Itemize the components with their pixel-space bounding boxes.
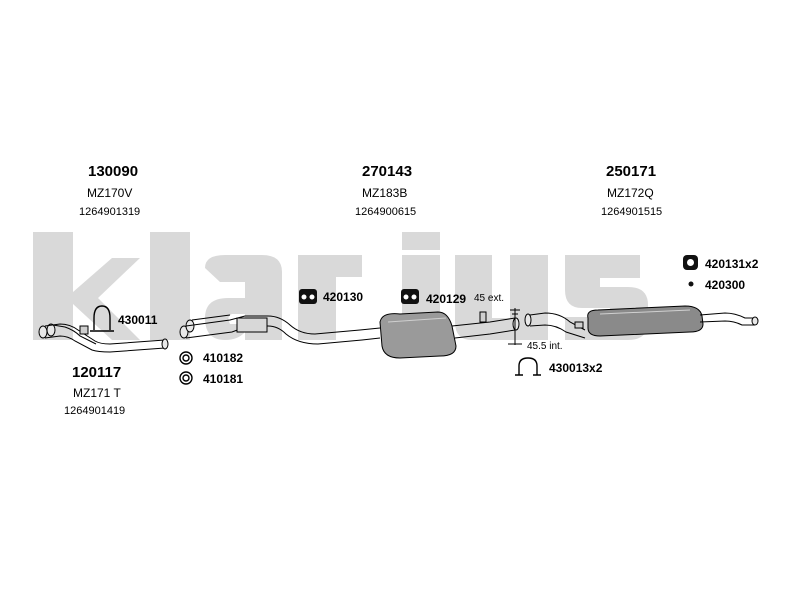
dimension-ext-label: 45 ext. [474,293,505,304]
accessory-label-410181: 410181 [203,372,244,386]
saddle-clamp-icon [515,357,541,376]
oe-number-1264900615: 1264900615 [355,206,417,218]
accessory-label-430013x2: 430013x2 [549,361,603,375]
model-code-mz170v: MZ170V [87,186,133,200]
oe-number-1264901319: 1264901319 [79,206,141,218]
front-pipe-drawing [38,323,169,353]
part-number-270143: 270143 [362,163,413,180]
accessory-label-430011: 430011 [118,313,158,327]
middle-pipe-drawing [179,314,381,345]
model-code-mz183b: MZ183B [362,186,408,200]
middle-silencer-drawing [379,311,520,359]
rear-silencer-drawing [524,305,759,339]
ring-gasket-icon [179,351,193,365]
dimension-marker [508,308,522,345]
ring-gasket-icon [179,371,193,385]
dimension-int-label: 45.5 int. [527,341,563,352]
oe-number-1264901419: 1264901419 [64,405,126,417]
accessory-label-410182: 410182 [203,351,244,365]
clip-icon [688,281,694,287]
rubber-mount-icon [401,289,419,304]
rubber-ring-icon [683,255,698,270]
rubber-mount-icon [299,289,317,304]
accessory-label-420129: 420129 [426,292,467,306]
part-number-250171: 250171 [606,163,657,180]
accessory-label-420130: 420130 [323,290,364,304]
accessory-label-420131x2: 420131x2 [705,257,759,271]
u-bolt-clamp-icon [90,305,114,332]
part-number-130090: 130090 [88,163,139,180]
accessory-label-420300: 420300 [705,278,746,292]
part-number-120117: 120117 [72,364,122,381]
oe-number-1264901515: 1264901515 [601,206,663,218]
model-code-mz172q: MZ172Q [607,186,654,200]
model-code-mz171t: MZ171 T [73,386,121,400]
